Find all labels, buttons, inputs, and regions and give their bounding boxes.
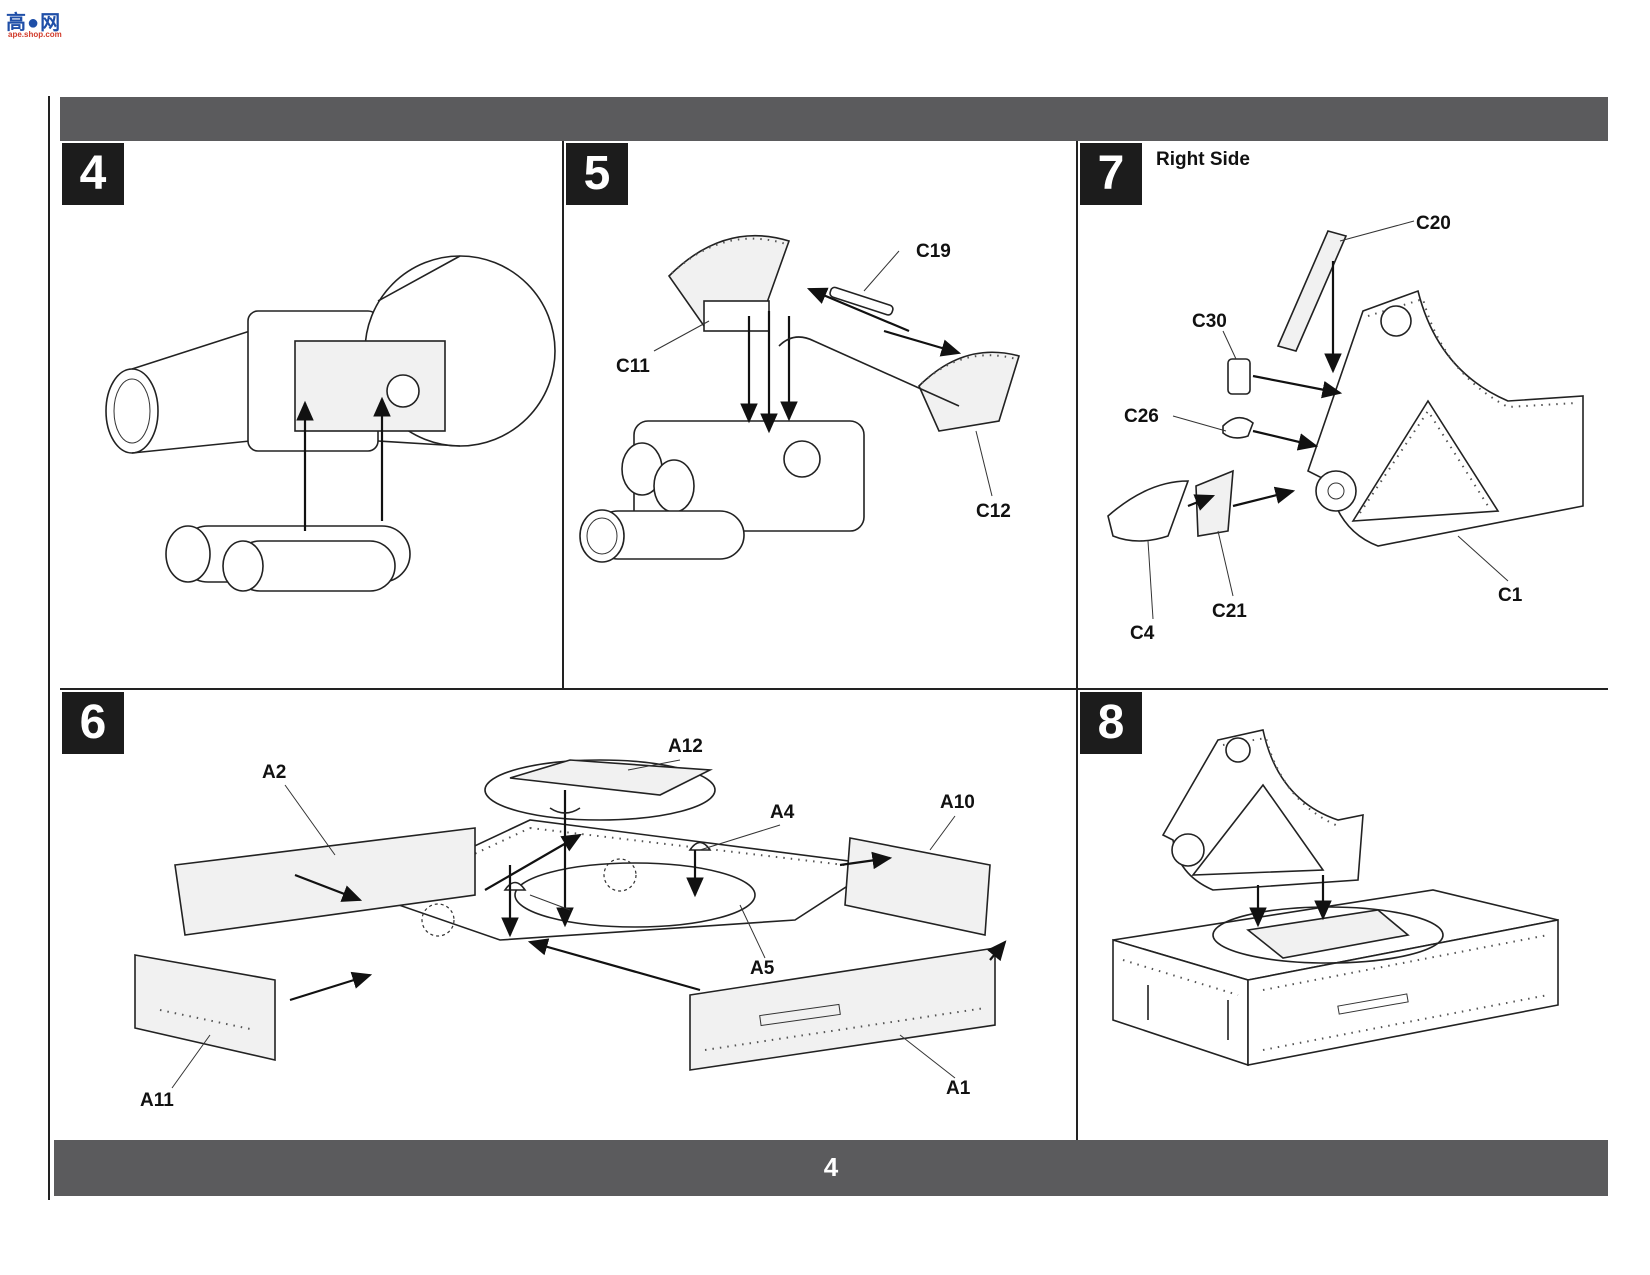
page-number: 4 [823,1152,839,1182]
footer-bar: 4 [54,1140,1608,1196]
step-8-illustration [1112,729,1559,1067]
step-6-number: 6 [62,692,124,754]
part-label-c30: C30 [1192,311,1227,332]
page-frame [48,96,1609,1200]
part-label-c1: C1 [1498,585,1523,606]
step-8-number: 8 [1080,692,1142,754]
watermark-subtext: ape.shop.com [8,30,62,39]
step-8-panel: 8 [1078,690,1608,1140]
part-label-a1: A1 [946,1078,971,1099]
step-5-number: 5 [566,143,628,205]
part-label-a11: A11 [140,1090,174,1111]
step-4-number: 4 [62,143,124,205]
part-label-c21: C21 [1212,601,1247,622]
part-label-c19: C19 [916,241,951,262]
step-5-panel: 5 C19 C11 C12 [564,141,1078,690]
part-label-a10: A10 [940,792,975,813]
part-label-a2: A2 [262,762,287,783]
part-label-c4: C4 [1130,623,1155,644]
header-bar [60,97,1608,141]
step-6-illustration [134,759,1007,1089]
part-label-c26: C26 [1124,406,1159,427]
step-6-panel: 6 A12 A2 A4 A10 A3 A5 A11 A1 [60,690,1078,1140]
part-label-c20: C20 [1416,213,1451,234]
watermark-text: 高●网 [6,12,62,34]
part-label-a4: A4 [770,802,795,823]
step-4-illustration [105,255,556,592]
step-7-number: 7 [1080,143,1142,205]
watermark-logo: 高●网 ape.shop.com [6,6,70,40]
step-7-caption: Right Side [1156,149,1250,170]
step-4-panel: 4 [60,141,564,690]
step-5-illustration [579,234,1021,563]
part-label-a5: A5 [750,958,775,979]
part-label-c12: C12 [976,501,1011,522]
part-label-c11: C11 [616,356,650,377]
step-7-illustration [1107,220,1584,620]
step-7-panel: 7 Right Side C20 C30 C26 C4 C21 C1 [1078,141,1608,690]
part-label-a12: A12 [668,736,703,757]
